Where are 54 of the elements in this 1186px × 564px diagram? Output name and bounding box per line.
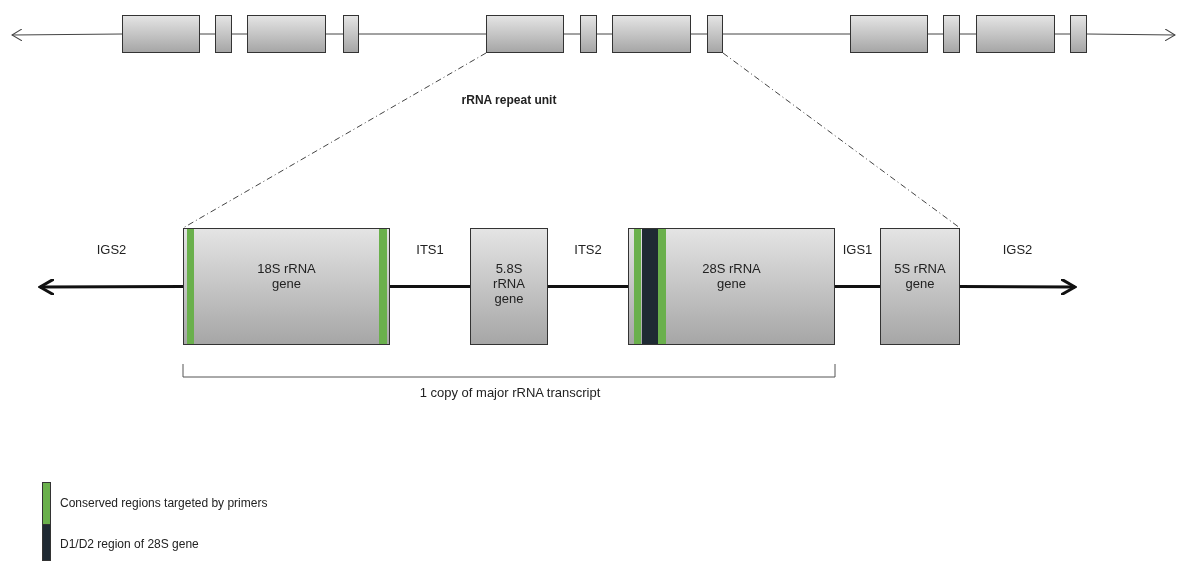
- edge-label: IGS1: [842, 241, 873, 257]
- legend-text: D1/D2 region of 28S gene: [60, 537, 199, 551]
- chromosome-line: [11, 28, 123, 42]
- chromosome-line: [927, 33, 944, 35]
- chromosome-line: [358, 33, 487, 35]
- chromosome-line: [231, 33, 248, 35]
- gene-block: [707, 15, 723, 53]
- dna-strand-line: [548, 285, 628, 288]
- dna-strand-line: [38, 277, 183, 297]
- bracket-label: 1 copy of major rRNA transcript: [419, 385, 601, 400]
- gene-block: [247, 15, 326, 53]
- gene-box: [880, 228, 960, 345]
- gene-box: [183, 228, 390, 345]
- chromosome-line: [1086, 28, 1176, 42]
- chromosome-line: [1054, 33, 1071, 35]
- edge-label: IGS2: [96, 241, 127, 257]
- gene-name: 5.8S rRNA gene: [492, 261, 526, 306]
- chromosome-line: [563, 33, 581, 35]
- section-label: rRNA repeat unit: [461, 93, 557, 107]
- dna-strand-line: [835, 285, 880, 288]
- primer-region-band: [379, 229, 387, 344]
- primer-region-band: [187, 229, 194, 344]
- chromosome-line: [690, 33, 708, 35]
- primer-region-band: [658, 229, 666, 344]
- gene-name: 5S rRNA gene: [893, 261, 947, 291]
- gene-block: [850, 15, 928, 53]
- primer-region-band: [634, 229, 641, 344]
- chromosome-line: [199, 33, 216, 35]
- chromosome-line: [959, 33, 977, 35]
- zoom-line: [722, 52, 961, 229]
- gene-block: [976, 15, 1055, 53]
- gene-block: [580, 15, 597, 53]
- edge-label: ITS1: [416, 241, 444, 257]
- gene-name: 28S rRNA gene: [701, 261, 762, 291]
- gene-name: 18S rRNA gene: [256, 261, 317, 291]
- dna-strand-line: [960, 277, 1077, 297]
- gene-box: [470, 228, 548, 345]
- legend-text: Conserved regions targeted by primers: [60, 496, 268, 510]
- gene-block: [343, 15, 359, 53]
- edge-label: IGS2: [1002, 241, 1033, 257]
- gene-block: [612, 15, 691, 53]
- chromosome-line: [722, 33, 851, 35]
- d1-d2-region-band: [642, 229, 658, 344]
- gene-block: [215, 15, 232, 53]
- gene-block: [122, 15, 200, 53]
- chromosome-line: [325, 33, 344, 35]
- gene-block: [943, 15, 960, 53]
- zoom-line: [182, 52, 487, 229]
- chromosome-line: [596, 33, 613, 35]
- edge-label: ITS2: [574, 241, 602, 257]
- dna-strand-line: [390, 285, 470, 288]
- gene-box: [628, 228, 835, 345]
- gene-block: [1070, 15, 1087, 53]
- gene-block: [486, 15, 564, 53]
